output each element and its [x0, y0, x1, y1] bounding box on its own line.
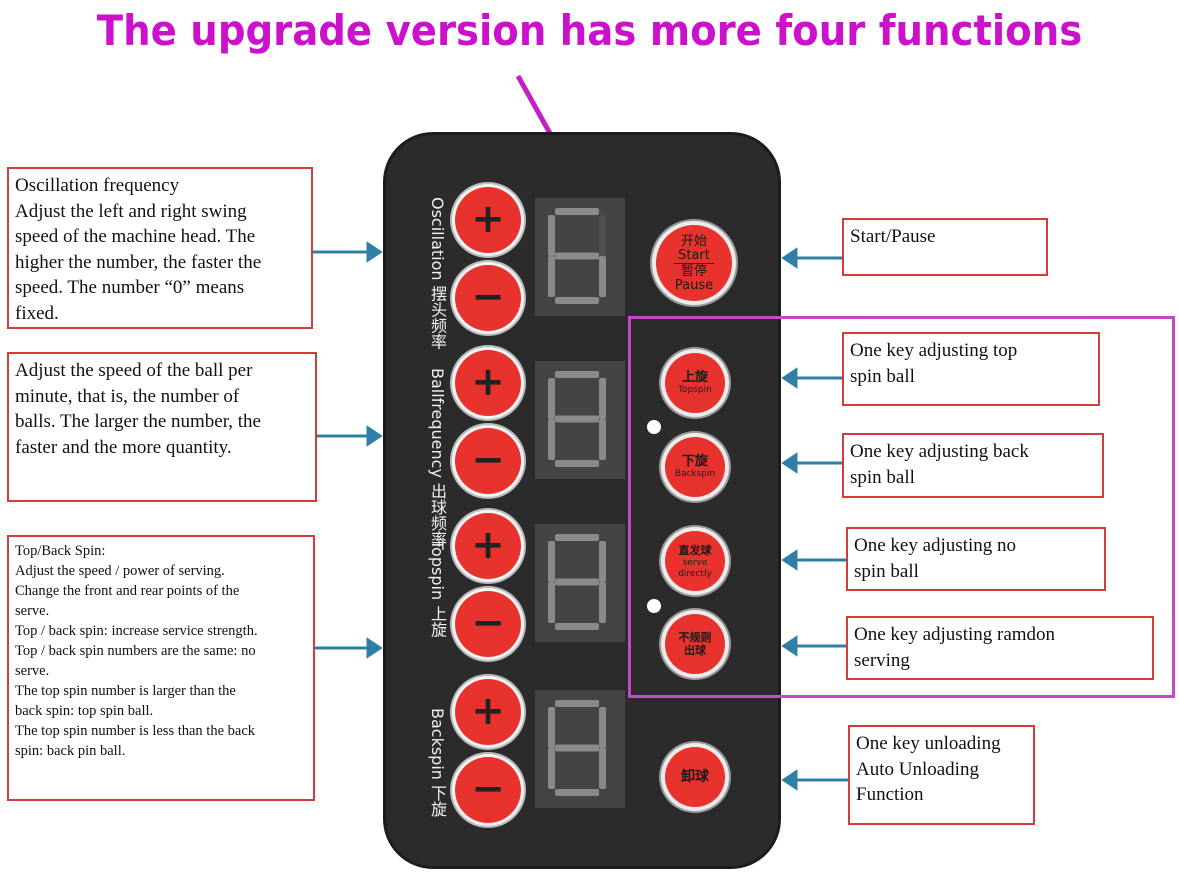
serve-directly-button[interactable]: 直发球 serve directly — [665, 531, 725, 591]
topspin-button[interactable]: 上旋 Topspin — [665, 353, 725, 413]
label-topspin: Topspin 上旋 — [428, 540, 447, 638]
digit-segment — [599, 215, 606, 256]
control-panel: Oscillation 摆头频率 + − 6 Ballfrequency 出球频… — [383, 132, 781, 869]
unload-button[interactable]: 卸球 — [665, 747, 725, 807]
ballfrequency-plus-button[interactable]: + — [455, 350, 521, 416]
callout-spin: Top/Back Spin: Adjust the speed / power … — [7, 535, 315, 801]
digit-segment — [555, 578, 599, 586]
label-oscillation: Oscillation 摆头频率 — [428, 197, 447, 350]
digit-segment — [548, 582, 555, 623]
backspin-button[interactable]: 下旋 Backspin — [665, 437, 725, 497]
callout-top-spin: One key adjusting top spin ball — [842, 332, 1100, 406]
digit-segment — [548, 541, 555, 582]
digit-segment — [555, 252, 599, 260]
label-ballfrequency: Ballfrequency 出球频率 — [428, 368, 447, 548]
backspin-plus-button[interactable]: + — [455, 679, 521, 745]
digit-segment — [555, 534, 599, 541]
callout-start-pause: Start/Pause — [842, 218, 1048, 276]
segment-digits — [548, 208, 606, 796]
digit-segment — [555, 789, 599, 796]
start-pause-button[interactable]: 开始 Start 暂停 Pause — [656, 225, 732, 301]
digit-segment — [548, 707, 555, 748]
digit-segment — [548, 378, 555, 419]
digit-segment — [599, 419, 606, 460]
digit-segment — [548, 419, 555, 460]
callout-ball-speed: Adjust the speed of the ball per minute,… — [7, 352, 317, 502]
callout-oscillation: Oscillation frequency Adjust the left an… — [7, 167, 313, 329]
digit-segment — [555, 371, 599, 378]
oscillation-plus-button[interactable]: + — [455, 187, 521, 253]
digit-segment — [599, 748, 606, 789]
digit-segment — [548, 256, 555, 297]
digit-segment — [599, 256, 606, 297]
callout-back-spin: One key adjusting back spin ball — [842, 433, 1104, 498]
random-serve-button[interactable]: 不规则出球 — [665, 614, 725, 674]
digit-segment — [599, 707, 606, 748]
digit-segment — [548, 748, 555, 789]
headline: The upgrade version has more four functi… — [96, 6, 1083, 55]
topspin-plus-button[interactable]: + — [455, 513, 521, 579]
backspin-minus-button[interactable]: − — [455, 757, 521, 823]
label-backspin: Backspin 下旋 — [428, 708, 447, 818]
callout-unloading: One key unloading Auto Unloading Functio… — [848, 725, 1035, 825]
digit-segment — [555, 297, 599, 304]
indicator-light — [647, 599, 661, 613]
digit-segment — [599, 582, 606, 623]
callout-random: One key adjusting ramdon serving — [846, 616, 1154, 680]
digit-segment — [555, 208, 599, 215]
digit-segment — [555, 415, 599, 423]
oscillation-minus-button[interactable]: − — [455, 265, 521, 331]
digit-segment — [555, 744, 599, 752]
new-functions-highlight — [628, 316, 1175, 698]
digit-segment — [555, 700, 599, 707]
callout-no-spin: One key adjusting no spin ball — [846, 527, 1106, 591]
topspin-minus-button[interactable]: − — [455, 591, 521, 657]
digit-segment — [555, 460, 599, 467]
digit-segment — [548, 215, 555, 256]
ballfrequency-minus-button[interactable]: − — [455, 428, 521, 494]
digit-segment — [599, 378, 606, 419]
indicator-light — [647, 420, 661, 434]
digit-segment — [599, 541, 606, 582]
digit-segment — [555, 623, 599, 630]
